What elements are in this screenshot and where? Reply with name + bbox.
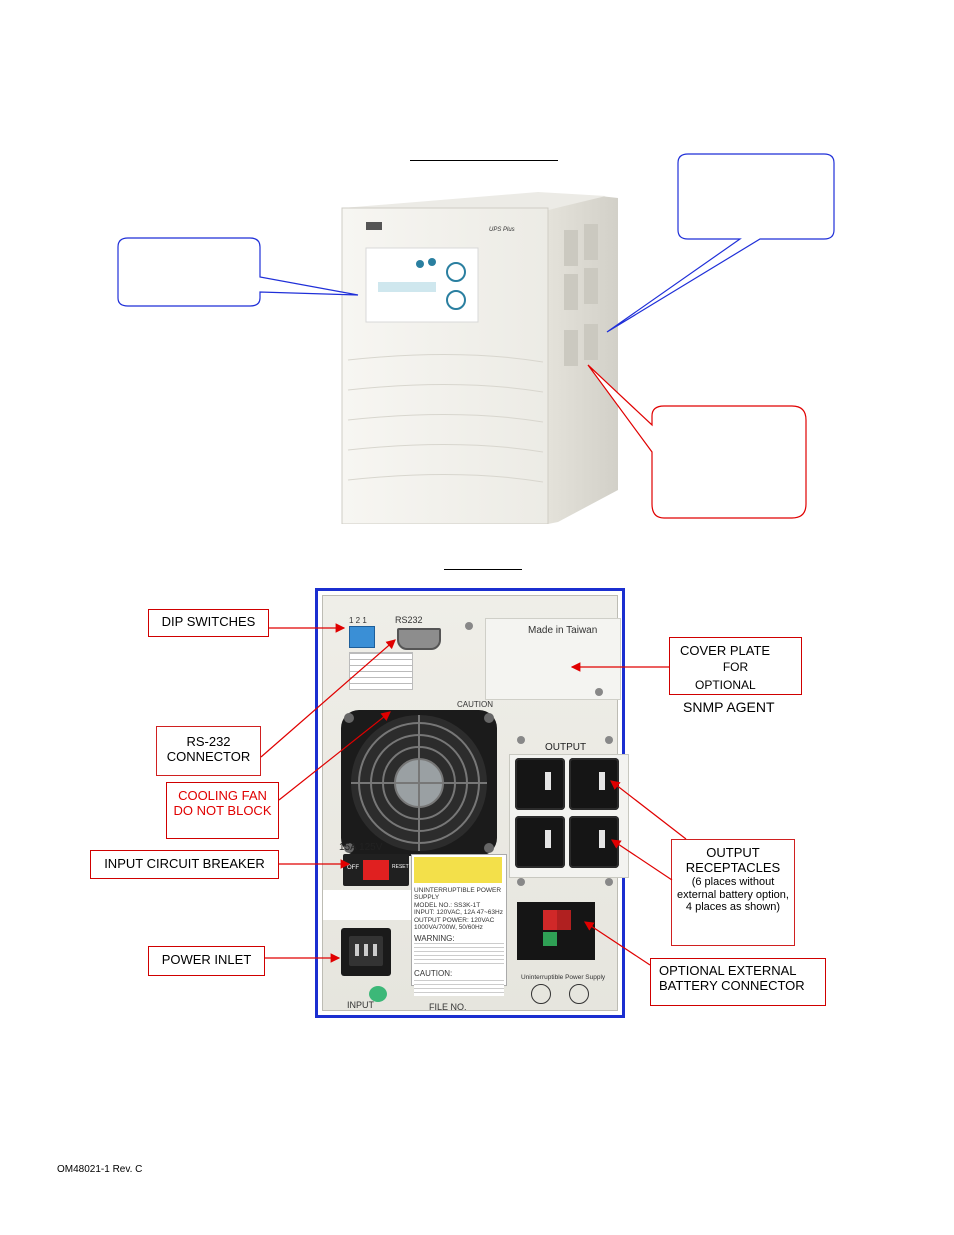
- screw: [605, 736, 613, 744]
- breaker-reset-label: RESET: [392, 864, 409, 870]
- output-panel-label: OUTPUT: [545, 742, 587, 753]
- dip-switch-block: [349, 626, 375, 648]
- rear-view-title-underline: [444, 569, 522, 570]
- label-grid: [349, 652, 413, 690]
- doc-id: OM48021-1 Rev. C: [57, 1164, 143, 1175]
- warning-heading: WARNING:: [414, 933, 455, 943]
- output-receptacle: [569, 758, 619, 810]
- screw: [517, 736, 525, 744]
- breaker-switch: [363, 860, 389, 880]
- cover-plate-text-2: FOR: [722, 659, 749, 674]
- screw: [517, 878, 525, 886]
- power-inlet-callout: POWER INLET: [148, 946, 265, 976]
- cooling-fan: [341, 710, 497, 856]
- db9-connector: [397, 628, 441, 650]
- cover-plate-callout: COVER PLATE FOR OPTIONAL: [669, 637, 802, 695]
- power-inlet-text: POWER INLET: [161, 952, 252, 967]
- power-inlet: [341, 928, 391, 976]
- output-detail-text: (6 places without external battery optio…: [677, 875, 789, 914]
- input-breaker-text: INPUT CIRCUIT BREAKER: [104, 856, 265, 871]
- rs232-text-1: RS-232: [186, 734, 231, 749]
- cooling-fan-text-1: COOLING FAN: [178, 788, 267, 803]
- cooling-fan-text-2: DO NOT BLOCK: [173, 802, 272, 818]
- snmp-agent-text: SNMP AGENT: [683, 699, 775, 715]
- file-no: FILE NO.: [429, 1002, 467, 1012]
- breaker-rating: 15A 125V: [339, 842, 383, 853]
- rs232-panel-label: RS232: [395, 615, 423, 625]
- model-heading: UNINTERRUPTIBLE POWER SUPPLY: [414, 887, 502, 902]
- battery-connector-callout: OPTIONAL EXTERNAL BATTERY CONNECTOR: [650, 958, 826, 1006]
- ul-logo: [569, 984, 589, 1004]
- caution-heading: CAUTION: [457, 700, 493, 709]
- ul-logo: [531, 984, 551, 1004]
- rs232-text-2: CONNECTOR: [166, 748, 251, 764]
- input-breaker-callout: INPUT CIRCUIT BREAKER: [90, 850, 279, 879]
- output-receptacle: [515, 758, 565, 810]
- model-label: UNINTERRUPTIBLE POWER SUPPLY MODEL NO.: …: [411, 854, 507, 997]
- output-text-1: OUTPUT: [706, 845, 760, 860]
- output-text-2: RECEPTACLES: [685, 859, 781, 875]
- blank-plate: [323, 890, 411, 920]
- rear-panel: 1 2 1 RS232 Made in Taiwan CAUTION OUT: [322, 595, 629, 1012]
- rear-panel-frame: 1 2 1 RS232 Made in Taiwan CAUTION OUT: [315, 588, 629, 1018]
- battery-connector-red: [543, 910, 557, 930]
- battery-text-2: BATTERY CONNECTOR: [659, 977, 805, 993]
- dip-switches-callout: DIP SWITCHES: [148, 609, 269, 637]
- battery-connector-green: [543, 932, 557, 946]
- caution2-heading: CAUTION:: [414, 969, 453, 978]
- front-view-title-underline: [410, 160, 558, 161]
- ul-label: Uninterruptible Power Supply: [521, 974, 606, 981]
- battery-connector-housing: [517, 902, 595, 960]
- output-receptacle: [569, 816, 619, 868]
- brand-text: UPS Plus: [489, 227, 515, 233]
- cover-plate-text-1: COVER PLATE: [680, 643, 771, 658]
- made-in-label: Made in Taiwan: [528, 625, 598, 636]
- green-sticker: [369, 986, 387, 1002]
- screw: [595, 688, 603, 696]
- circuit-breaker: OFF RESET: [343, 854, 409, 886]
- output-receptacles-callout: OUTPUT RECEPTACLES (6 places without ext…: [671, 839, 795, 946]
- input-panel-label: INPUT: [347, 1000, 374, 1010]
- model-number: MODEL NO.: SS3K-1T: [414, 901, 481, 909]
- rating-sticker: [414, 857, 502, 883]
- ups-front-illustration: [341, 192, 618, 524]
- output-power: OUTPUT POWER: 120VAC: [414, 916, 495, 924]
- battery-connector-red: [557, 910, 571, 930]
- rs232-callout: RS-232 CONNECTOR: [156, 726, 261, 776]
- cover-plate-text-3: OPTIONAL: [695, 677, 756, 692]
- cooling-fan-callout: COOLING FAN DO NOT BLOCK: [166, 782, 279, 839]
- cover-plate: Made in Taiwan: [485, 618, 621, 700]
- va-rating: 1000VA/700W, 50/60Hz: [414, 924, 483, 932]
- input-rating: INPUT: 120VAC, 12A 47~63Hz: [414, 909, 503, 917]
- breaker-off-label: OFF: [347, 865, 359, 871]
- screw: [605, 878, 613, 886]
- battery-text-1: OPTIONAL EXTERNAL: [659, 963, 797, 978]
- dip-numbers: 1 2 1: [349, 616, 367, 625]
- dip-switches-text: DIP SWITCHES: [161, 614, 256, 629]
- screw: [465, 622, 473, 630]
- output-receptacle: [515, 816, 565, 868]
